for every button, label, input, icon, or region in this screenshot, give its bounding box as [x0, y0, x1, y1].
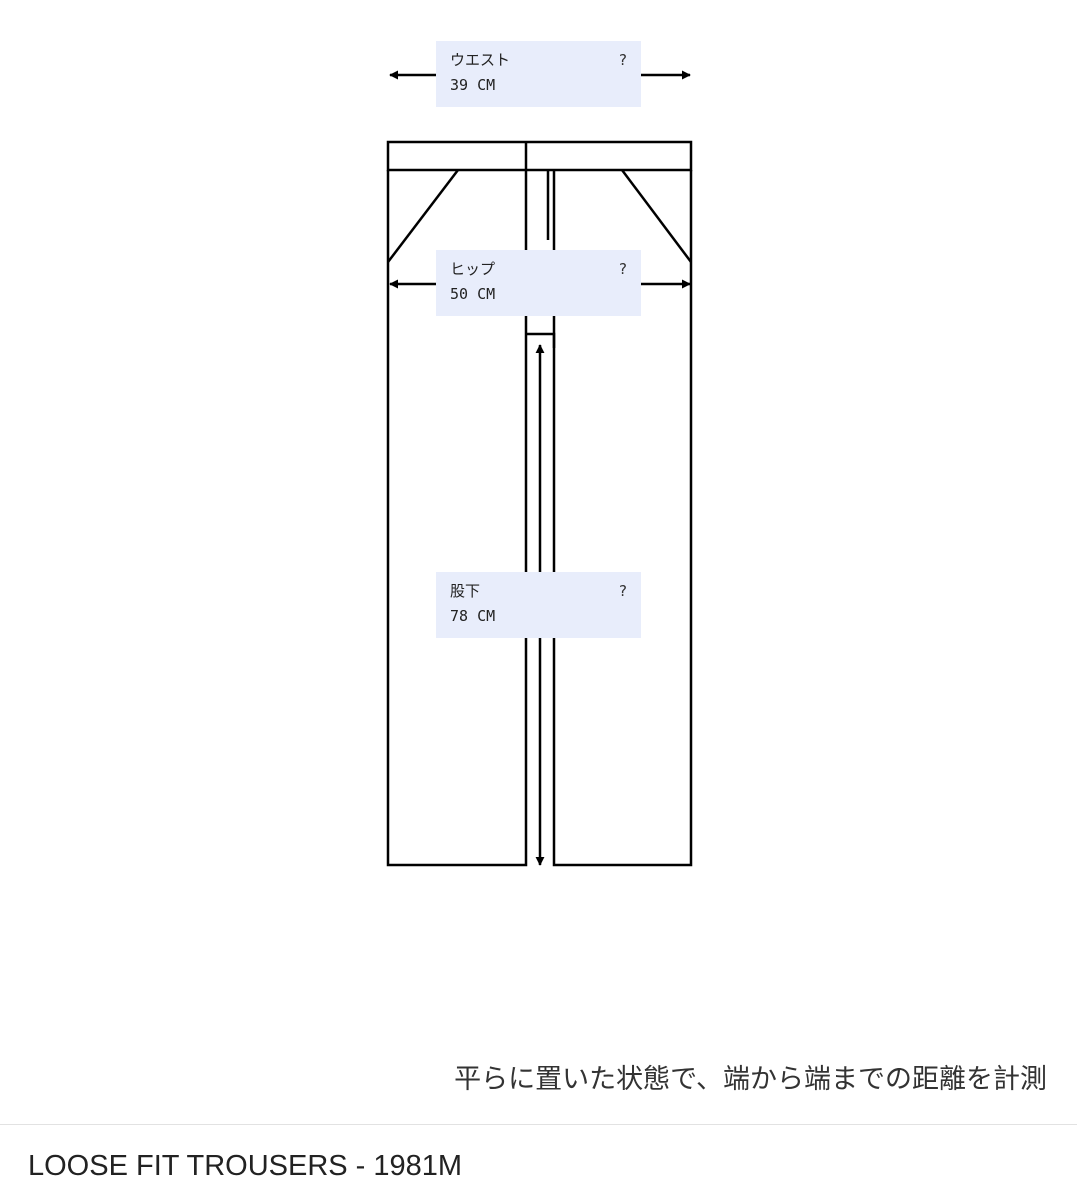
crotch-line: [526, 332, 556, 348]
hip-value: 50 CM: [450, 285, 496, 303]
trousers-outline: [386, 140, 693, 867]
inseam-help-icon[interactable]: ?: [619, 582, 627, 600]
measurement-arrows: [389, 70, 691, 866]
waist-help-icon[interactable]: ?: [619, 51, 627, 69]
right-leg-outline: [552, 170, 693, 867]
left-pocket-line: [387, 169, 459, 263]
right-pocket-line: [621, 169, 692, 263]
inseam-label-box: 股下 78 CM ?: [436, 572, 641, 638]
waistband: [386, 140, 693, 172]
hip-help-icon[interactable]: ?: [619, 260, 627, 278]
measurement-note: 平らに置いた状態で、端から端までの距離を計測: [454, 1064, 1047, 1095]
hip-label-box: ヒップ 50 CM ?: [436, 250, 641, 316]
waist-label-box: ウエスト 39 CM ?: [436, 41, 641, 107]
inseam-value: 78 CM: [450, 607, 496, 625]
waist-value: 39 CM: [450, 76, 496, 94]
divider: [0, 1124, 1077, 1125]
trousers-diagram: [386, 70, 693, 867]
hip-label: ヒップ: [450, 260, 496, 278]
product-title: LOOSE FIT TROUSERS - 1981M: [28, 1150, 463, 1182]
left-leg-outline: [386, 170, 528, 867]
waist-label: ウエスト: [450, 51, 511, 69]
inseam-label: 股下: [450, 582, 481, 600]
